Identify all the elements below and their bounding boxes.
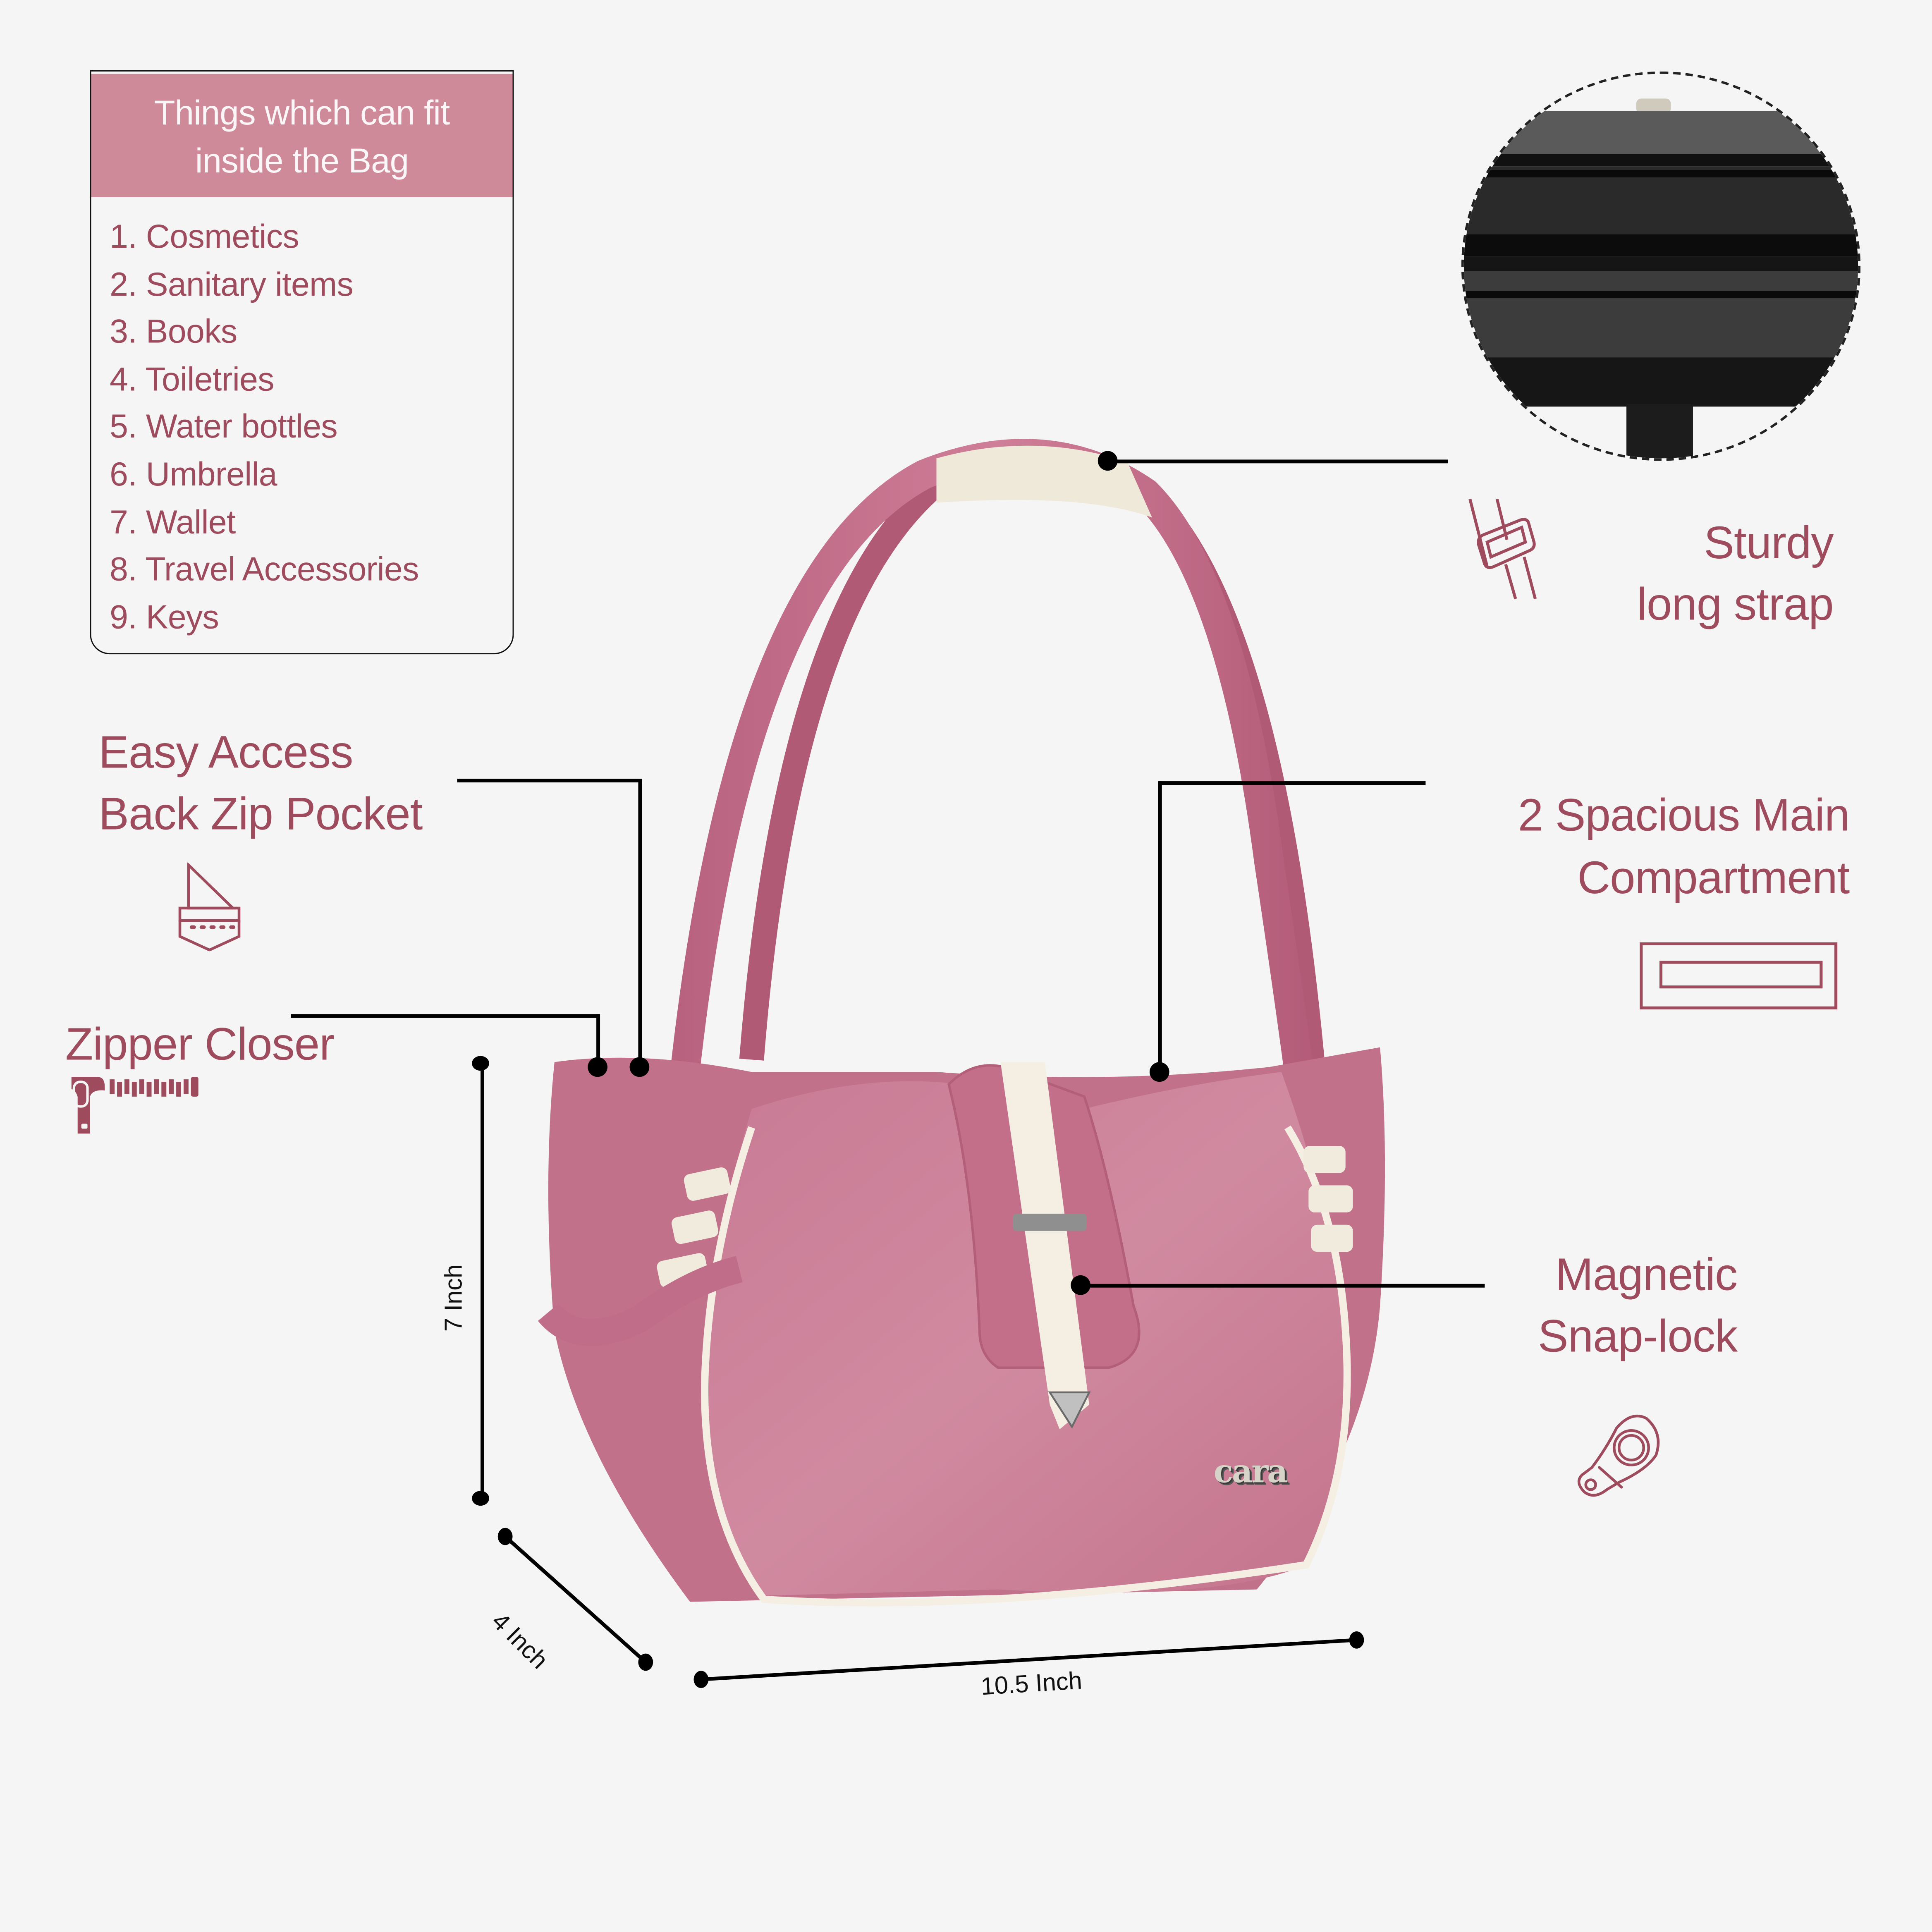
width-dimension-label: 10.5 Inch	[980, 1667, 1083, 1701]
snap-lock-callout-dot	[1071, 1275, 1090, 1295]
snap-lock-line2: Snap-lock	[1538, 1311, 1738, 1362]
list-item: 3. Books	[110, 313, 237, 350]
inside-view-image	[1461, 71, 1861, 461]
bag-interior-photo	[1463, 74, 1858, 459]
list-item: 2. Sanitary items	[110, 265, 354, 303]
fit-box-title-line2: inside the Bag	[195, 141, 409, 180]
strap-line2: long strap	[1637, 579, 1834, 630]
list-item: 8. Travel Accessories	[110, 551, 419, 588]
back-pocket-callout-line-vertical	[638, 779, 641, 1067]
compartment-callout-line	[1158, 781, 1426, 784]
zipper-callout-line	[291, 1014, 599, 1017]
zipper-callout-line-vertical	[596, 1014, 600, 1067]
height-dimension-end	[472, 1491, 489, 1506]
height-dimension-line	[481, 1066, 484, 1501]
strap-callout-dot	[1098, 451, 1118, 471]
zipper-icon	[71, 1077, 198, 1134]
brand-logo: cara	[1213, 1454, 1288, 1491]
fit-items-box: Things which can fit inside the Bag 1. C…	[90, 70, 514, 655]
back-pocket-callout-line	[457, 779, 642, 782]
snap-lock-feature-title: Magnetic Snap-lock	[1454, 1244, 1738, 1368]
fit-box-title-line1: Things which can fit	[154, 93, 450, 132]
depth-width-dimension-lines	[497, 1528, 1364, 1688]
snap-lock-line1: Magnetic	[1555, 1249, 1738, 1300]
compartment-icon	[1640, 942, 1838, 1009]
list-item: 1. Cosmetics	[110, 218, 299, 255]
strap-buckle-icon	[1468, 498, 1537, 600]
list-item: 4. Toiletries	[110, 361, 274, 398]
zipper-feature-title: Zipper Closer	[65, 1019, 335, 1070]
height-dimension-label: 7 Inch	[440, 1264, 468, 1332]
height-dimension-end	[472, 1056, 489, 1071]
list-item: 5. Water bottles	[110, 408, 338, 445]
list-item: 7. Wallet	[110, 503, 236, 540]
compartment-line1: 2 Spacious Main	[1518, 789, 1850, 841]
back-pocket-callout-dot	[629, 1057, 650, 1077]
fit-items-list: 1. Cosmetics 2. Sanitary items 3. Books …	[91, 197, 512, 641]
bag-product-photo	[538, 439, 1385, 1607]
magnetic-snap-icon	[1577, 1414, 1660, 1497]
list-item: 6. Umbrella	[110, 456, 277, 493]
pocket-icon	[178, 862, 241, 952]
back-pocket-line2: Back Zip Pocket	[98, 788, 423, 839]
compartment-callout-line-vertical	[1158, 781, 1162, 1072]
compartment-line2: Compartment	[1577, 852, 1850, 904]
compartment-callout-dot	[1149, 1062, 1169, 1082]
fit-box-header: Things which can fit inside the Bag	[91, 74, 513, 197]
list-item: 9. Keys	[110, 598, 219, 636]
compartment-feature-title: 2 Spacious Main Compartment	[1417, 784, 1850, 909]
strap-feature-title: Sturdy long strap	[1552, 513, 1834, 636]
back-pocket-feature-title: Easy Access Back Zip Pocket	[98, 722, 423, 845]
zipper-callout-dot	[588, 1057, 607, 1077]
back-pocket-line1: Easy Access	[98, 727, 353, 778]
strap-line1: Sturdy	[1704, 517, 1834, 568]
strap-callout-line	[1107, 459, 1448, 463]
snap-lock-callout-line	[1081, 1284, 1485, 1287]
